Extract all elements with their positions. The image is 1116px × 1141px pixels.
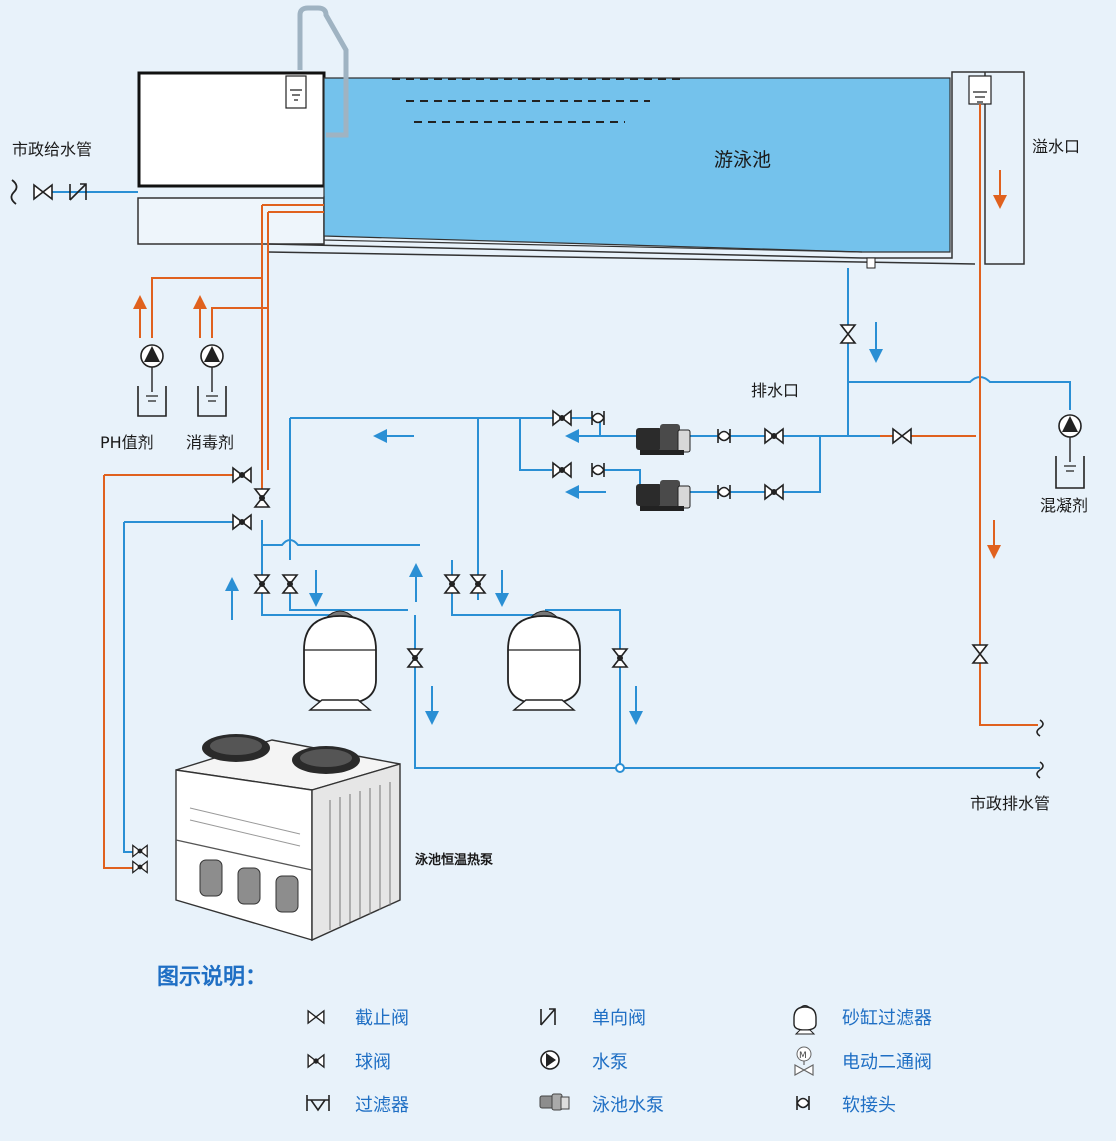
pool-water [323,77,951,253]
pump1-inlet-valve-icon [764,428,784,444]
pump1-ball-valve-icon [552,410,572,426]
legend-label: 砂缸过滤器 [842,1007,932,1029]
municipal-supply-label: 市政给水管 [12,140,92,159]
pool-pumps [636,424,691,511]
coagulant-label: 混凝剂 [1040,496,1088,515]
coagulant-dosing-pump-icon [1055,414,1085,489]
heatpump-inlet-valve-icon [132,844,148,858]
legend-item-sand-filter: 砂缸过滤器 [793,1005,932,1035]
main-drain-outlet [866,257,876,269]
pool-label: 游泳池 [714,149,771,171]
blue-pipes [40,191,1071,853]
orange-pipes [103,104,1038,869]
overflow-label: 溢水口 [1032,137,1080,156]
legend-label: 球阀 [355,1052,391,1073]
heat-pump-unit-icon [175,734,401,942]
pump2-inlet-joint-icon [717,484,731,500]
heatpump-blue-valve-icon [232,514,252,530]
pump1-inlet-joint-icon [717,428,731,444]
dosing-pumps [137,344,1085,489]
motorized-valve-icon: M [794,1046,814,1077]
sand-filter-1-icon [303,610,377,711]
drain-junction-icon [615,763,625,773]
legend-label: 水泵 [592,1052,628,1073]
overflow-gauge-icon [968,75,992,105]
supply-end-icon [10,179,18,205]
valves [10,179,1044,874]
pool-wall [267,71,1025,265]
pump2-joint-icon [591,462,605,478]
svg-text:M: M [799,1051,807,1061]
legend-title: 图示说明： [157,964,267,990]
sand-filter-2-icon [507,610,581,711]
supply-globe-valve-icon [33,184,53,200]
water-pump-icon [540,1050,560,1070]
drain-end-blue-icon [1036,761,1044,779]
filter2-valve-b-icon [470,574,486,594]
main-drain-valve-icon [840,324,856,344]
pump1-joint-icon [591,410,605,426]
pool-ladder-icon [297,5,349,138]
legend-label: 泳池水泵 [592,1095,664,1116]
pool-pump-2-icon [636,480,691,511]
disinfectant-label: 消毒剂 [186,433,234,452]
legend-item-check-valve: 单向阀 [540,1008,646,1029]
municipal-drain-label: 市政排水管 [970,794,1050,813]
flexible-joint-icon [796,1095,810,1111]
legend-label: 电动二通阀 [842,1052,932,1073]
ph-agent-label: PH值剂 [100,433,154,452]
ph-dosing-pump-icon [137,344,167,417]
ball-valve-icon [307,1054,325,1068]
heat-pump-label: 泳池恒温热泵 [415,852,493,868]
backwash1-valve-icon [407,648,423,668]
legend-item-ball-valve: 球阀 [307,1052,391,1073]
flow-arrows [133,170,1007,725]
legend-item-motorized-valve: M 电动二通阀 [794,1046,932,1077]
legend-item-globe-valve: 截止阀 [307,1008,409,1029]
pump2-inlet-valve-icon [764,484,784,500]
legend-label: 过滤器 [355,1095,409,1116]
filter1-valve-a-icon [254,574,270,594]
legend-item-strainer: 过滤器 [306,1095,409,1116]
legend-label: 截止阀 [355,1008,409,1029]
drain-port-label: 排水口 [751,381,799,400]
backwash2-valve-icon [612,648,628,668]
legend-label: 单向阀 [592,1008,646,1029]
sand-filter-icon [793,1005,817,1035]
heatpump-orange-valve-icon [232,467,252,483]
legend-label: 软接头 [842,1095,896,1116]
legend-item-pool-pump: 泳池水泵 [539,1093,664,1116]
filter2-valve-a-icon [444,574,460,594]
pool-pump-icon [539,1093,570,1111]
pool-structure [137,5,1025,269]
pool-pump-1-icon [636,424,691,455]
legend-item-flexible-joint: 软接头 [796,1095,896,1116]
legend: 图示说明： 截止阀 单向阀 砂缸过滤器 球阀 水泵 [157,964,932,1116]
drain-outlet-valve-icon [972,644,988,664]
legend-item-water-pump: 水泵 [540,1050,628,1073]
pump2-ball-valve-icon [552,462,572,478]
drain-crossover-valve-icon [892,428,912,444]
supply-channel [137,197,325,245]
sand-filters [303,610,581,711]
heatpump-outlet-valve-icon [132,860,148,874]
supply-check-valve-icon [69,183,87,201]
bypass-valve-icon [254,488,270,508]
disinfectant-dosing-pump-icon [197,344,227,417]
level-gauge-icon [285,75,307,109]
globe-valve-icon [307,1010,325,1024]
check-valve-icon [540,1008,556,1026]
drain-end-orange-icon [1036,719,1044,737]
strainer-icon [306,1095,330,1112]
filter1-valve-b-icon [282,574,298,594]
